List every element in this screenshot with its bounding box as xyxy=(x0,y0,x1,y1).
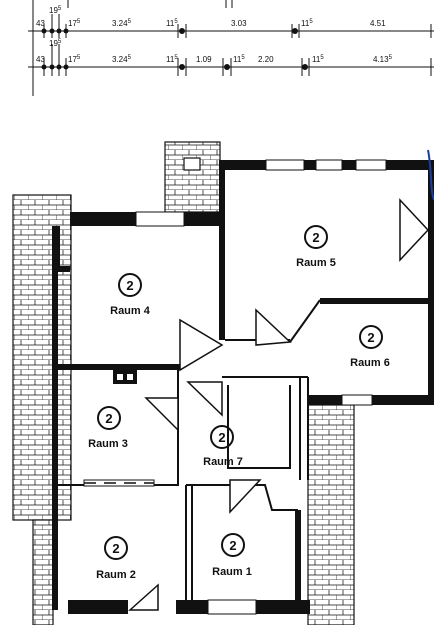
room-number: 2 xyxy=(229,538,236,553)
dim-label: 3.03 xyxy=(231,19,247,28)
vent-box xyxy=(113,370,137,384)
doors xyxy=(128,198,430,611)
room-raum-6: 2 Raum 6 xyxy=(350,325,390,369)
blue-mark xyxy=(427,149,434,201)
room-number: 2 xyxy=(105,411,112,426)
dim-label: 3.245 xyxy=(112,55,132,64)
room-number: 2 xyxy=(112,541,119,556)
room-number: 2 xyxy=(126,278,133,293)
room-labels: 2 Raum 1 2 Raum 2 2 Raum 3 2 Raum 4 2 Ra… xyxy=(88,225,390,581)
room-raum-3: 2 Raum 3 xyxy=(88,406,128,450)
dim-label: 115 xyxy=(166,19,178,28)
room-name: Raum 6 xyxy=(350,357,390,369)
brick-walls xyxy=(12,141,355,625)
dim-label: 115 xyxy=(301,19,313,28)
room-name: Raum 1 xyxy=(212,566,252,578)
room-number: 2 xyxy=(312,230,319,245)
room-raum-2: 2 Raum 2 xyxy=(96,536,136,581)
room-name: Raum 3 xyxy=(88,438,128,450)
dimension-dots xyxy=(41,28,308,70)
dim-label: 4.51 xyxy=(370,19,386,28)
dim-label: 4.135 xyxy=(373,55,393,64)
dim-label: 115 xyxy=(312,55,324,64)
dimension-row-1: 43 195 175 3.245 115 3.03 115 4.51 xyxy=(36,6,386,28)
room-raum-5: 2 Raum 5 xyxy=(296,225,336,269)
dim-label: 3.245 xyxy=(112,19,132,28)
dim-label: 115 xyxy=(233,55,245,64)
dim-label: 2.20 xyxy=(258,55,274,64)
windows xyxy=(83,159,387,615)
dim-label: 175 xyxy=(68,55,81,64)
dim-label: 43 xyxy=(36,55,45,64)
room-name: Raum 7 xyxy=(203,456,243,468)
dim-label: 43 xyxy=(36,19,45,28)
dimension-chains xyxy=(28,0,434,96)
dim-label: 1.09 xyxy=(196,55,212,64)
room-number: 2 xyxy=(367,330,374,345)
dim-label: 195 xyxy=(49,6,62,15)
dim-label: 195 xyxy=(49,39,62,48)
dimension-row-2: 43 195 175 3.245 115 1.09 115 2.20 115 4… xyxy=(36,39,393,64)
room-raum-7: 2 Raum 7 xyxy=(203,425,243,468)
room-raum-4: 2 Raum 4 xyxy=(110,273,151,317)
room-name: Raum 2 xyxy=(96,569,136,581)
dim-label: 115 xyxy=(166,55,178,64)
dim-label: 175 xyxy=(68,19,81,28)
room-name: Raum 5 xyxy=(296,257,336,269)
room-number: 2 xyxy=(218,430,225,445)
room-raum-1: 2 Raum 1 xyxy=(212,533,252,578)
room-name: Raum 4 xyxy=(110,305,151,317)
